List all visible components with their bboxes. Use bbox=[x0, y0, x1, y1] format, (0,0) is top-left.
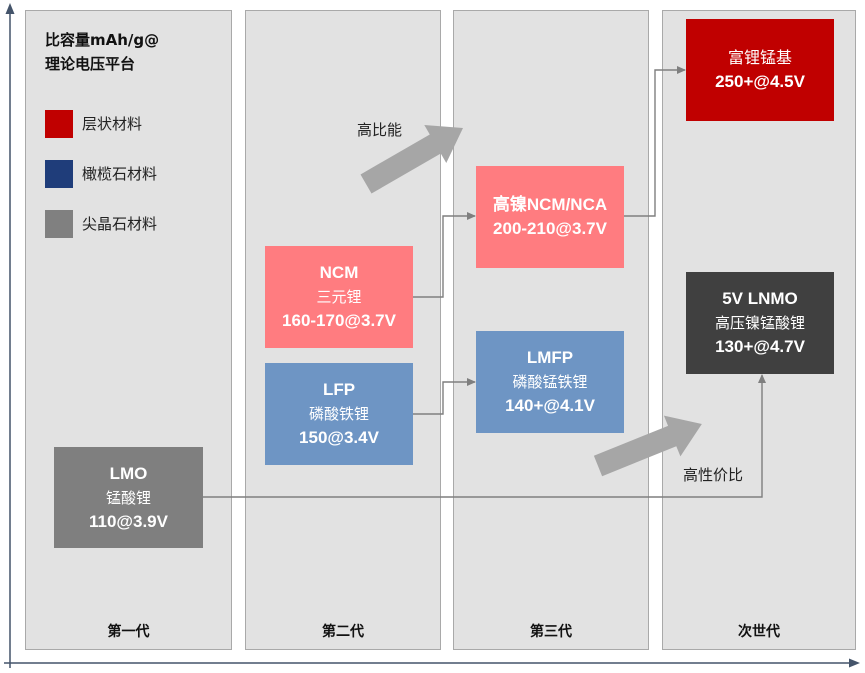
generation-label-second: 第二代 bbox=[322, 624, 364, 640]
generation-label-first: 第一代 bbox=[107, 624, 150, 640]
material-spec-li-rich: 250+@4.5V bbox=[715, 72, 805, 91]
material-spec-lmfp: 140+@4.1V bbox=[505, 396, 595, 415]
material-name-lfp: LFP bbox=[322, 380, 356, 399]
generation-label-next: 次世代 bbox=[738, 624, 780, 640]
material-name-lmo: LMO bbox=[109, 463, 148, 483]
material-name-high-nickel: 高镍NCM/NCA bbox=[492, 195, 608, 214]
connector-lmo-to-lnmo bbox=[203, 374, 766, 498]
material-cn-name-lfp: 磷酸铁锂 bbox=[308, 405, 369, 423]
material-box-lnmo: 5V LNMO 高压镍锰酸锂 130+@4.7V bbox=[686, 272, 834, 374]
legend-label-layered: 层状材料 bbox=[82, 115, 143, 133]
axes bbox=[4, 3, 860, 668]
connector-ncm-to-high-nickel bbox=[413, 212, 476, 298]
legend-label-spinel: 尖晶石材料 bbox=[82, 215, 158, 233]
vertical-axis-arrowhead bbox=[5, 3, 15, 14]
legend-swatch-layered bbox=[45, 110, 73, 138]
generation-label-third: 第三代 bbox=[530, 624, 572, 640]
material-box-high-nickel: 高镍NCM/NCA 200-210@3.7V bbox=[476, 166, 624, 268]
legend-label-olivine: 橄榄石材料 bbox=[82, 165, 158, 183]
material-spec-lmo: 110@3.9V bbox=[89, 511, 168, 531]
material-cn-name-ncm: 三元锂 bbox=[316, 288, 362, 306]
material-cn-name-lmfp: 磷酸锰铁锂 bbox=[512, 373, 588, 391]
horizontal-axis-arrowhead bbox=[849, 658, 860, 668]
material-cn-name-lnmo: 高压镍锰酸锂 bbox=[714, 314, 805, 332]
material-name-li-rich: 富锂锰基 bbox=[727, 48, 792, 67]
material-name-lnmo: 5V LNMO bbox=[722, 289, 798, 308]
material-spec-lfp: 150@3.4V bbox=[299, 428, 379, 447]
material-spec-lnmo: 130+@4.7V bbox=[715, 337, 805, 356]
material-name-ncm: NCM bbox=[319, 263, 359, 282]
trend-label-high-energy: 高比能 bbox=[357, 121, 403, 139]
legend-swatch-olivine bbox=[45, 160, 73, 188]
material-box-lfp: LFP 磷酸铁锂 150@3.4V bbox=[265, 363, 413, 465]
generation-column-third: 第三代 bbox=[453, 10, 649, 650]
material-spec-high-nickel: 200-210@3.7V bbox=[493, 219, 607, 238]
legend-swatch-spinel bbox=[45, 210, 73, 238]
connector-high-nickel-to-li-rich bbox=[624, 66, 686, 217]
material-box-lmo: LMO 锰酸锂 110@3.9V bbox=[54, 447, 203, 548]
material-name-lmfp: LMFP bbox=[526, 348, 574, 367]
legend-title-voltage: 理论电压平台 bbox=[45, 55, 136, 73]
material-cn-name-lmo: 锰酸锂 bbox=[105, 488, 151, 507]
trend-arrow-cost-effective bbox=[593, 415, 702, 477]
material-spec-ncm: 160-170@3.7V bbox=[282, 311, 396, 330]
connector-lfp-to-lmfp bbox=[413, 378, 476, 415]
material-box-li-rich: 富锂锰基 250+@4.5V bbox=[686, 19, 834, 121]
trend-label-cost-effective: 高性价比 bbox=[683, 466, 744, 484]
trend-arrow-high-energy bbox=[360, 124, 463, 194]
material-box-lmfp: LMFP 磷酸锰铁锂 140+@4.1V bbox=[476, 331, 624, 433]
legend-title-capacity: 比容量mAh/g@ bbox=[45, 31, 160, 49]
material-box-ncm: NCM 三元锂 160-170@3.7V bbox=[265, 246, 413, 348]
